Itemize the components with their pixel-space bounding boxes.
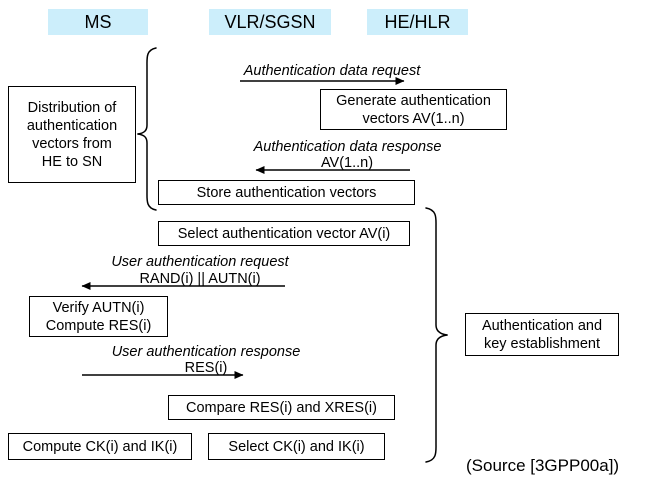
box-verify-line-2: Compute RES(i) — [45, 317, 152, 334]
column-header-he-hlr: HE/HLR — [367, 9, 468, 35]
message-auth-data-response-payload: AV(1..n) — [320, 155, 374, 171]
box-store-authentication-vectors: Store authentication vectors — [158, 180, 415, 205]
box-select-authentication-vector: Select authentication vector AV(i) — [158, 221, 410, 246]
box-verify-line-1: Verify AUTN(i) — [52, 299, 145, 316]
column-header-ms: MS — [48, 9, 148, 35]
brace-distribution-phase — [137, 47, 157, 211]
phase-authentication-line-2: key establishment — [483, 335, 601, 352]
brace-authentication-phase — [425, 207, 448, 463]
box-select-ck-ik: Select CK(i) and IK(i) — [208, 433, 385, 460]
box-generate-authentication-vectors: Generate authentication vectors AV(1..n) — [320, 89, 507, 130]
box-select-line-1: Select authentication vector AV(i) — [177, 225, 391, 242]
phase-distribution-line-2: authentication — [26, 117, 118, 134]
phase-authentication-line-1: Authentication and — [481, 317, 603, 334]
box-compare-res-xres: Compare RES(i) and XRES(i) — [168, 395, 395, 420]
phase-distribution-line-3: vectors from — [32, 135, 112, 152]
message-user-auth-request-payload: RAND(i) || AUTN(i) — [139, 271, 261, 287]
box-generate-line-1: Generate authentication — [336, 92, 491, 109]
phase-distribution-line-1: Distribution of — [27, 99, 117, 116]
box-verify-autn-compute-res: Verify AUTN(i) Compute RES(i) — [29, 296, 168, 337]
message-auth-data-request-label: Authentication data request — [243, 63, 421, 79]
message-auth-data-response-label: Authentication data response — [253, 139, 442, 155]
phase-authentication-box: Authentication and key establishment — [465, 313, 619, 356]
message-user-auth-response-label: User authentication response — [111, 344, 301, 360]
message-user-auth-request-label: User authentication request — [111, 254, 289, 270]
box-generate-line-2: vectors AV(1..n) — [362, 110, 465, 127]
source-note: (Source [3GPP00a]) — [466, 456, 620, 475]
box-compute-ck-ik-line-1: Compute CK(i) and IK(i) — [22, 438, 178, 455]
box-compute-ck-ik: Compute CK(i) and IK(i) — [8, 433, 192, 460]
box-compare-line-1: Compare RES(i) and XRES(i) — [186, 399, 377, 416]
phase-distribution-line-4: HE to SN — [41, 153, 103, 170]
message-user-auth-response-payload: RES(i) — [184, 360, 228, 376]
column-header-vlr-sgsn: VLR/SGSN — [209, 9, 331, 35]
box-store-line-1: Store authentication vectors — [196, 184, 377, 201]
phase-distribution-box: Distribution of authentication vectors f… — [8, 86, 136, 183]
box-select-ck-ik-line-1: Select CK(i) and IK(i) — [228, 438, 365, 455]
